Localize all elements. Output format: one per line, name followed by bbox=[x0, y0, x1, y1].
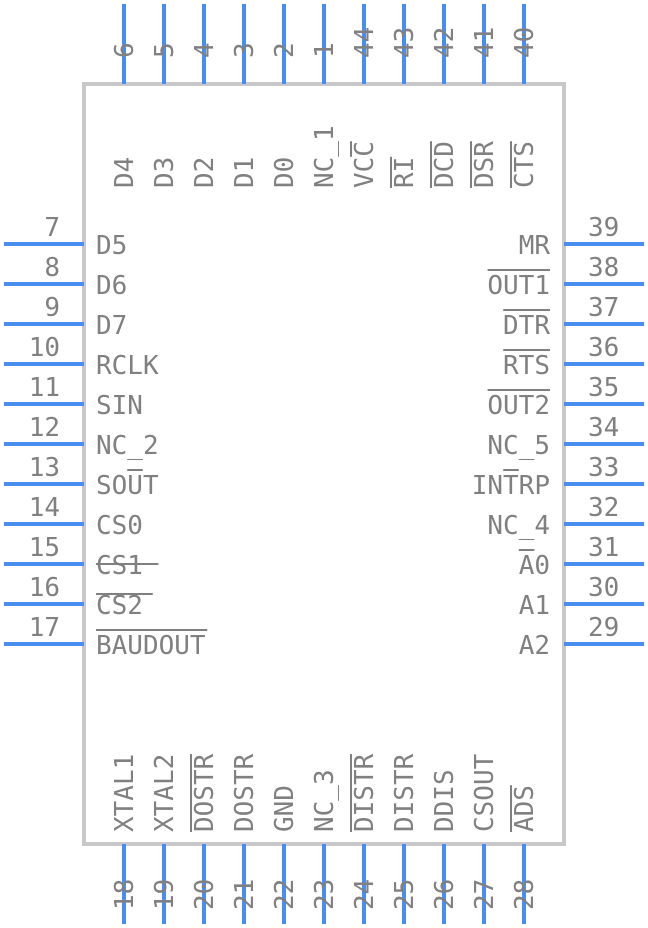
pin-label: NC_5 bbox=[487, 431, 550, 461]
pin-number: 12 bbox=[29, 413, 60, 443]
pin-label: DOSTR bbox=[190, 753, 220, 832]
pin-number: 1 bbox=[310, 42, 340, 58]
pin-label: DOSTR bbox=[230, 753, 260, 832]
pin-number: 25 bbox=[390, 879, 420, 910]
pin-label: XTAL2 bbox=[150, 754, 180, 832]
pin-number: 22 bbox=[270, 879, 300, 910]
pin-label: DTR bbox=[503, 311, 550, 341]
pin-number: 32 bbox=[588, 493, 619, 523]
pin-number: 3 bbox=[230, 42, 260, 58]
pin-number: 7 bbox=[44, 213, 60, 243]
pin-number: 16 bbox=[29, 573, 60, 603]
pin-label: CS0 bbox=[96, 511, 143, 541]
pin-label: CS1 bbox=[96, 551, 143, 581]
pin-number: 34 bbox=[588, 413, 619, 443]
pin-label: INTRP bbox=[472, 471, 550, 501]
pin-label: NC_4 bbox=[487, 511, 550, 541]
pin-number: 19 bbox=[150, 879, 180, 910]
pin-number: 35 bbox=[588, 373, 619, 403]
pin-number: 39 bbox=[588, 213, 619, 243]
pin-label: A0 bbox=[519, 551, 550, 581]
pin-label: NC_3 bbox=[310, 769, 340, 832]
pin-number: 42 bbox=[430, 27, 460, 58]
pin-label: DCD bbox=[430, 141, 460, 188]
pin-number: 18 bbox=[110, 879, 140, 910]
pin-number: 5 bbox=[150, 42, 180, 58]
pin-label: XTAL1 bbox=[110, 754, 140, 832]
pin-number: 36 bbox=[588, 333, 619, 363]
pin-label: D7 bbox=[96, 311, 127, 341]
pin-number: 37 bbox=[588, 293, 619, 323]
pin-label: RTS bbox=[503, 351, 550, 381]
pin-number: 9 bbox=[44, 293, 60, 323]
pin-label: CSOUT bbox=[470, 753, 500, 832]
pin-label: NC_2 bbox=[96, 431, 159, 461]
pin-label: SOUT bbox=[96, 471, 159, 501]
pin-number: 13 bbox=[29, 453, 60, 483]
pin-label: D6 bbox=[96, 271, 127, 301]
pin-label: GND bbox=[270, 785, 300, 832]
pin-number: 2 bbox=[270, 42, 300, 58]
pin-label: OUT2 bbox=[487, 391, 550, 421]
pin-label: RI bbox=[390, 157, 420, 188]
pin-number: 26 bbox=[430, 879, 460, 910]
pin-number: 40 bbox=[510, 27, 540, 58]
pin-label: DSR bbox=[470, 141, 500, 188]
pin-label: DDIS bbox=[430, 769, 460, 832]
pin-label: ADS bbox=[510, 785, 540, 832]
pin-label: D5 bbox=[96, 231, 127, 261]
pin-label: RCLK bbox=[96, 351, 159, 381]
pin-label: MR bbox=[519, 231, 551, 261]
pin-number: 29 bbox=[588, 613, 619, 643]
pin-number: 33 bbox=[588, 453, 619, 483]
pin-number: 38 bbox=[588, 253, 619, 283]
pin-number: 28 bbox=[510, 879, 540, 910]
pin-label: DISTR bbox=[350, 753, 380, 832]
pin-label: A1 bbox=[519, 591, 550, 621]
pin-number: 17 bbox=[29, 613, 60, 643]
pin-number: 44 bbox=[350, 27, 380, 58]
pin-number: 6 bbox=[110, 42, 140, 58]
pin-label: DISTR bbox=[390, 753, 420, 832]
ic-body bbox=[82, 82, 566, 846]
pin-number: 43 bbox=[390, 27, 420, 58]
pin-number: 24 bbox=[350, 879, 380, 910]
pin-label: D2 bbox=[190, 157, 220, 188]
pin-label: D0 bbox=[270, 157, 300, 188]
pin-number: 27 bbox=[470, 879, 500, 910]
pin-number: 20 bbox=[190, 879, 220, 910]
pin-label: NC_1 bbox=[310, 125, 340, 188]
overbars-group bbox=[96, 141, 550, 832]
pin-number: 41 bbox=[470, 27, 500, 58]
pin-label: D1 bbox=[230, 157, 260, 188]
pin-label: CS2 bbox=[96, 591, 143, 621]
pin-label: A2 bbox=[519, 631, 550, 661]
pin-label: VCC bbox=[350, 141, 380, 188]
pin-number: 21 bbox=[230, 879, 260, 910]
pin-label: SIN bbox=[96, 391, 143, 421]
pin-label: BAUDOUT bbox=[96, 631, 206, 661]
pin-number: 15 bbox=[29, 533, 60, 563]
pin-number: 23 bbox=[310, 879, 340, 910]
pin-number: 30 bbox=[588, 573, 619, 603]
pin-label: D4 bbox=[110, 157, 140, 188]
pin-label: CTS bbox=[510, 141, 540, 188]
pin-number: 11 bbox=[29, 373, 60, 403]
pin-number: 10 bbox=[29, 333, 60, 363]
pin-label: D3 bbox=[150, 157, 180, 188]
pin-label: OUT1 bbox=[487, 271, 550, 301]
pin-number: 31 bbox=[588, 533, 619, 563]
pin-number: 14 bbox=[29, 493, 60, 523]
pin-number: 8 bbox=[44, 253, 60, 283]
pin-number: 4 bbox=[190, 42, 220, 58]
